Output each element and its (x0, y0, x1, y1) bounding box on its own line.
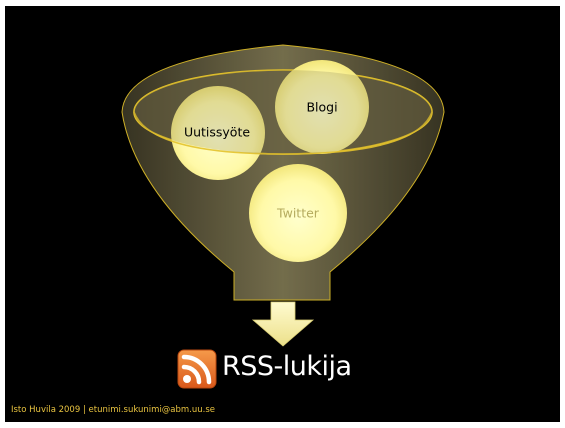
source-label-twitter: Twitter (276, 206, 320, 221)
funnel-rim-overlay (134, 70, 432, 154)
bubble-twitter (249, 164, 347, 262)
bubble-blogi (275, 60, 369, 154)
source-label-uutissyote: Uutissyöte (184, 125, 250, 140)
source-label-blogi: Blogi (306, 100, 337, 115)
footer-credit: Isto Huvila 2009 | etunimi.sukunimi@abm.… (11, 405, 216, 415)
output-label: RSS-lukija (222, 351, 352, 382)
rss-feed-icon (177, 349, 217, 389)
funnel-rim-front (133, 111, 433, 155)
down-arrow-icon (251, 301, 315, 347)
bubble-uutissyote (171, 86, 265, 180)
